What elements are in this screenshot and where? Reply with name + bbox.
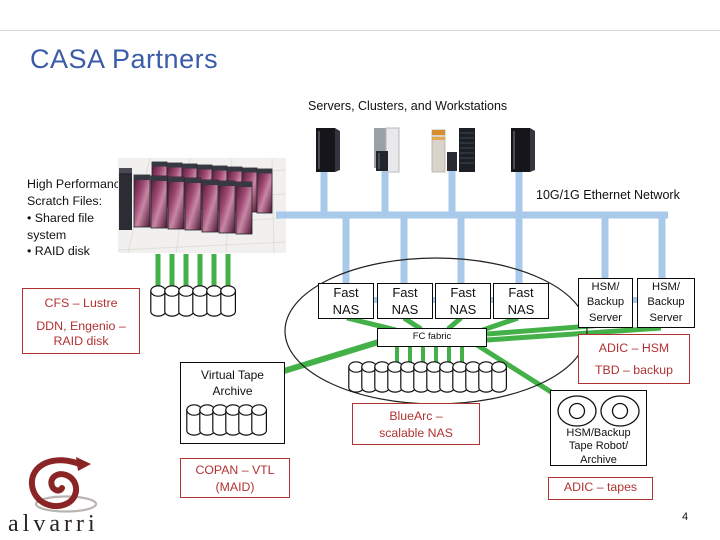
virtual-tape-archive-box: Virtual Tape Archive: [180, 362, 285, 444]
tbd-backup-label: TBD – backup: [595, 363, 673, 377]
bluearc-label-line1: BlueArc –: [389, 409, 443, 423]
bluearc-label-line2: scalable NAS: [379, 425, 453, 440]
fc-fabric-box: FC fabric: [377, 328, 487, 347]
slide-title: CASA Partners: [30, 44, 219, 74]
ethernet-network-label: 10G/1G Ethernet Network: [536, 188, 680, 202]
adic-hsm-label: ADIC – HSM: [598, 341, 670, 355]
servers-clusters-label: Servers, Clusters, and Workstations: [308, 99, 508, 113]
adic-hsm-box: ADIC – HSM TBD – backup: [578, 334, 690, 384]
adic-tapes-box: ADIC – tapes: [548, 477, 653, 500]
scratch-files-text: High Performance Scratch Files: Shared f…: [27, 176, 129, 260]
cfs-lustre-box: CFS – Lustre DDN, Engenio – RAID disk: [22, 288, 140, 354]
spiral-logo-icon: [28, 457, 98, 513]
cfs-lustre-label: CFS – Lustre: [44, 296, 118, 310]
hsm-backup-server-box-1: HSM/ Backup Server: [578, 278, 633, 328]
virtual-tape-cylinders: [185, 404, 267, 436]
hsm-backup-server-box-2: HSM/ Backup Server: [637, 278, 695, 328]
virtual-tape-archive-label: Virtual Tape Archive: [201, 368, 264, 398]
fast-nas-box-2: Fast NAS: [377, 283, 433, 319]
top-divider: [0, 30, 720, 31]
fc-storage-lines: [155, 254, 662, 400]
server-cabinet-icon: [374, 127, 400, 173]
tape-robot-label-line2: Tape Robot/: [568, 440, 629, 453]
copan-label-line1: COPAN – VTL: [195, 463, 275, 477]
raid-disk-cylinders: [150, 285, 236, 317]
fast-nas-box-3: Fast NAS: [435, 283, 491, 319]
scratch-bullet-raid: RAID disk: [27, 243, 129, 260]
fast-nas-box-1: Fast NAS: [318, 283, 374, 319]
tape-robot-label-line1: HSM/Backup: [566, 427, 631, 439]
copan-vtl-box: COPAN – VTL (MAID): [180, 458, 290, 498]
rack-farm-illustration: [117, 157, 287, 254]
logo-wordmark: alvarri: [8, 511, 99, 537]
scratch-files-title: High Performance Scratch Files:: [27, 177, 127, 208]
tape-robot-box: HSM/Backup Tape Robot/ Archive: [550, 390, 647, 466]
bluearc-box: BlueArc – scalable NAS: [352, 403, 480, 445]
scratch-bullet-shared-fs: Shared file system: [27, 210, 129, 244]
fast-nas-box-4: Fast NAS: [493, 283, 549, 319]
alvarri-logo: alvarri: [6, 454, 136, 538]
server-tower-icon-2: [511, 128, 535, 172]
ethernet-network-lines: [276, 167, 668, 303]
server-cluster-icon: [431, 128, 475, 173]
ddn-engenio-label: DDN, Engenio – RAID disk: [36, 318, 126, 349]
tape-reel-icons: [556, 395, 640, 427]
server-tower-icon: [316, 128, 340, 172]
tape-robot-label-line3: Archive: [580, 453, 617, 466]
san-disk-cylinders: [348, 361, 507, 393]
copan-label-line2: (MAID): [215, 479, 255, 494]
page-number: 4: [682, 511, 689, 523]
